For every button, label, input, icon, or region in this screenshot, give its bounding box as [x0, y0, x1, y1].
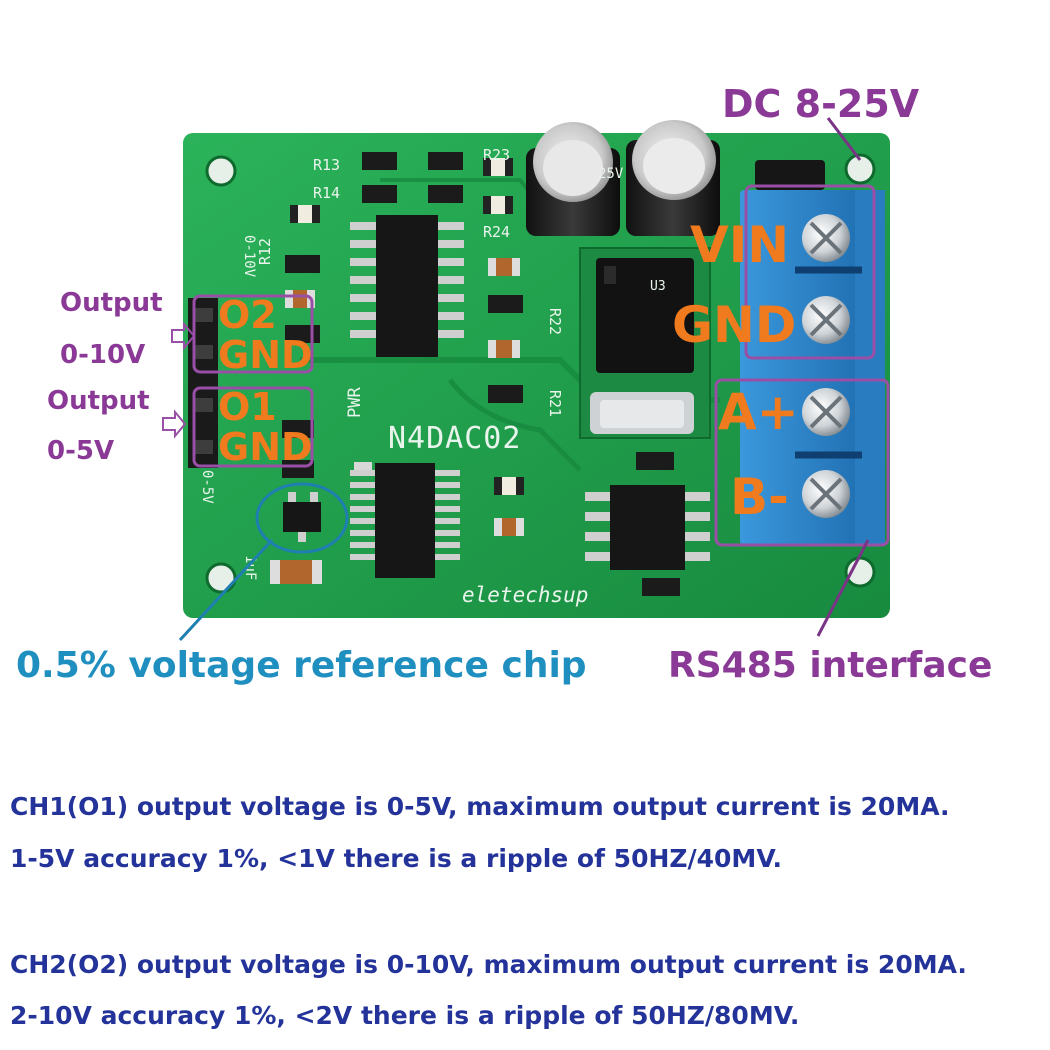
o2-gnd-label: GND — [218, 333, 313, 377]
silkscreen: R13 R14 R23 R24 R12 R22 R21 U3 PWR 0-10V… — [199, 146, 666, 607]
o1-gnd-label: GND — [218, 425, 313, 469]
terminal-screw-b — [802, 470, 850, 518]
module-photo-diagram: R13 R14 R23 R24 R12 R22 R21 U3 PWR 0-10V… — [162, 117, 890, 642]
silk-0-5v: 0-5V — [199, 470, 215, 504]
spec-ch2-line1: CH2(O2) output voltage is 0-10V, maximum… — [10, 950, 967, 979]
dc-voltage-label: DC 8-25V — [722, 82, 920, 126]
silk-u3: U3 — [650, 279, 666, 294]
electrolytic-capacitor-1 — [526, 122, 620, 236]
reference-pointer-line — [178, 538, 274, 642]
silk-r23: R23 — [483, 146, 510, 164]
silk-r22: R22 — [546, 308, 564, 335]
dc-pointer-line — [826, 117, 862, 161]
output-o2-title: Output — [60, 288, 163, 318]
vin-label: VIN — [690, 216, 790, 274]
terminal-screw-vin — [802, 214, 850, 262]
silk-r24: R24 — [483, 223, 510, 241]
reference-chip-label: 0.5% voltage reference chip — [16, 645, 587, 686]
output-o1-range: 0-5V — [47, 436, 115, 466]
rs485-transceiver-chip — [585, 485, 710, 570]
rs485-interface-label: RS485 interface — [668, 645, 993, 686]
output-o1-title: Output — [47, 386, 150, 416]
terminal-screw-gnd — [802, 296, 850, 344]
mounting-hole — [205, 562, 237, 594]
o1-arrow-icon — [162, 409, 187, 439]
o2-arrow-icon — [171, 321, 196, 351]
silk-r12: R12 — [256, 238, 274, 265]
reference-chip-outline — [255, 482, 349, 554]
o2-header-outline — [192, 294, 314, 374]
output-o2-range: 0-10V — [60, 340, 146, 370]
rs485-terminal-outline — [714, 378, 890, 547]
power-terminal-outline — [744, 184, 876, 360]
cap-rating-text: 25V — [598, 166, 624, 182]
mounting-hole — [844, 153, 876, 185]
smd-components — [270, 152, 680, 596]
screw-terminal-block — [740, 160, 885, 545]
silk-0-10v: 0-10V — [241, 235, 257, 278]
voltage-regulator — [579, 247, 711, 439]
silk-r14: R14 — [313, 184, 340, 202]
o2-label: O2 — [218, 293, 277, 337]
b-minus-label: B- — [730, 468, 789, 526]
silk-r13: R13 — [313, 156, 340, 174]
silk-r21: R21 — [546, 390, 564, 417]
mounting-hole — [205, 155, 237, 187]
voltage-reference-chip — [283, 492, 321, 542]
electrolytic-capacitor-2 — [626, 120, 720, 236]
spec-ch1-line2: 1-5V accuracy 1%, <1V there is a ripple … — [10, 844, 782, 873]
silk-pwr: PWR — [345, 387, 365, 418]
gnd-power-label: GND — [672, 296, 797, 354]
a-plus-label: A+ — [718, 383, 799, 441]
callout-outlines — [162, 117, 890, 642]
spec-ch2-line2: 2-10V accuracy 1%, <2V there is a ripple… — [10, 1001, 800, 1030]
spec-ch1-line1: CH1(O1) output voltage is 0-5V, maximum … — [10, 792, 950, 821]
o1-label: O1 — [218, 385, 277, 429]
o1-header-outline — [192, 386, 314, 468]
rs485-pointer-line — [816, 539, 870, 637]
ic-chip-lower — [350, 463, 460, 578]
terminal-screw-a — [802, 388, 850, 436]
brand-label: eletechsup — [462, 583, 588, 607]
board-model-label: N4DAC02 — [388, 421, 521, 456]
ic-chip-upper — [350, 215, 464, 357]
